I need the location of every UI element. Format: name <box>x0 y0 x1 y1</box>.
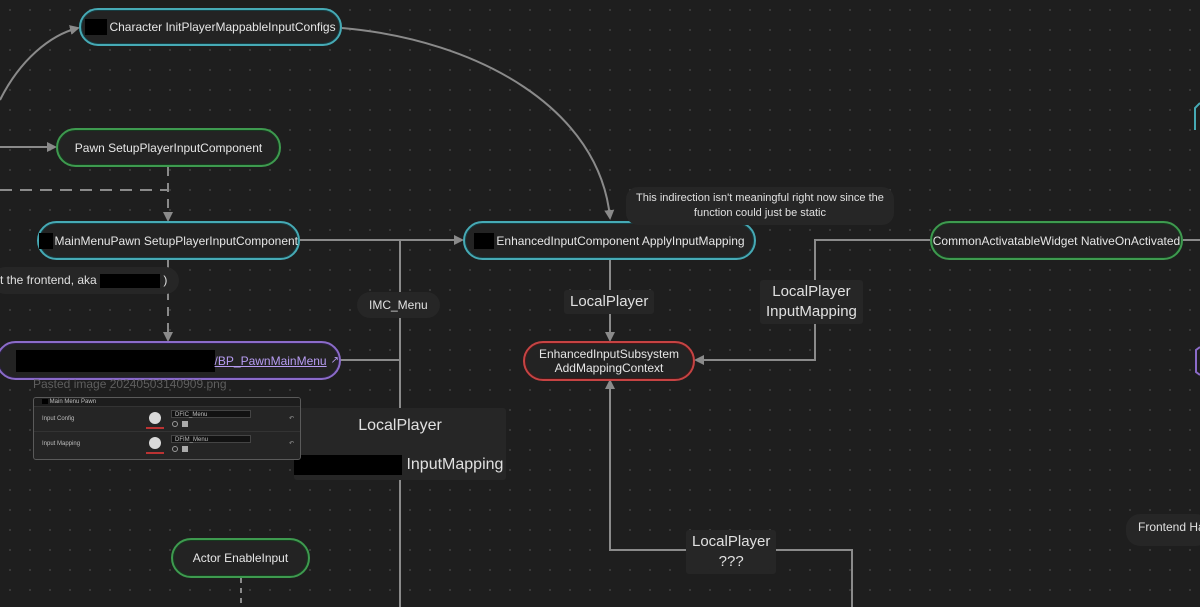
redacted-block <box>474 232 495 249</box>
embed-caption: Pasted image 20240503140909.png <box>33 377 227 391</box>
label-inputmapping-big: InputMapping <box>294 455 503 475</box>
embedded-image[interactable]: Main Menu Pawn Input Config DFIC_Menu ↶ … <box>33 397 301 460</box>
node-eic-apply[interactable]: EnhancedInputComponent ApplyInputMapping <box>463 221 756 260</box>
node-character-init[interactable]: Character InitPlayerMappableInputConfigs <box>79 8 342 46</box>
node-label: Actor EnableInput <box>192 551 289 565</box>
asset-thumbnail-icon <box>146 437 164 454</box>
label-frontend-partial: t the frontend, aka ) <box>0 267 180 294</box>
node-label: EnhancedInputComponent ApplyInputMapping <box>496 233 745 248</box>
node-label: Pawn SetupPlayerInputComponent <box>74 140 263 155</box>
redacted-block <box>85 19 108 35</box>
node-subsystem-add-mapping[interactable]: EnhancedInputSubsystem AddMappingContext <box>523 341 695 381</box>
node-bp-pawn-main-menu[interactable]: /BP_PawnMainMenu ↗ <box>0 341 341 380</box>
node-actor-enable-input[interactable]: Actor EnableInput <box>171 538 310 578</box>
reset-icon[interactable]: ↶ <box>288 416 294 422</box>
node-label: CommonActivatableWidget NativeOnActivate… <box>932 233 1181 248</box>
embed-row-label: Input Mapping <box>42 441 81 447</box>
asset-thumbnail-icon <box>146 412 164 429</box>
node-label-line2: AddMappingContext <box>554 361 664 375</box>
node-label: Character InitPlayerMappableInputConfigs <box>109 20 336 34</box>
label-frontend-right: Frontend Ha <box>1126 514 1200 546</box>
note-indirection: This indirection isn't meaningful right … <box>626 187 894 225</box>
node-label: MainMenuPawn SetupPlayerInputComponent <box>54 233 298 248</box>
external-link-icon: ↗ <box>330 354 339 366</box>
embed-header: Main Menu Pawn <box>34 398 300 406</box>
redacted-block <box>42 398 48 404</box>
label-localplayer-unknown: LocalPlayer ??? <box>686 530 777 574</box>
browse-icon[interactable] <box>172 446 178 452</box>
redacted-block <box>294 455 402 475</box>
embed-row: Input Config DFIC_Menu ↶ <box>34 406 300 431</box>
partial-node-right <box>1195 346 1200 376</box>
redacted-block <box>16 349 215 372</box>
redacted-block <box>39 232 53 249</box>
folder-icon[interactable] <box>182 421 188 427</box>
asset-select[interactable]: DFIC_Menu <box>171 410 251 418</box>
bp-pawn-link[interactable]: /BP_PawnMainMenu <box>214 353 327 368</box>
partial-node-right-top <box>1194 102 1200 130</box>
node-common-activatable-widget[interactable]: CommonActivatableWidget NativeOnActivate… <box>930 221 1183 260</box>
label-localplayer-inputmapping: LocalPlayer InputMapping <box>760 280 863 324</box>
redacted-block <box>100 273 161 288</box>
label-localplayer-center: LocalPlayer <box>564 290 655 314</box>
embed-row-label: Input Config <box>42 416 75 422</box>
asset-select[interactable]: DFIM_Menu <box>171 435 251 443</box>
edge-left-to-character <box>0 25 80 101</box>
folder-icon[interactable] <box>182 446 188 452</box>
node-label-line1: EnhancedInputSubsystem <box>538 347 680 361</box>
node-pawn-setup[interactable]: Pawn SetupPlayerInputComponent <box>56 128 281 167</box>
reset-icon[interactable]: ↶ <box>288 441 294 447</box>
embed-row: Input Mapping DFIM_Menu ↶ <box>34 431 300 456</box>
label-imc-menu: IMC_Menu <box>357 292 440 318</box>
edge-character-to-eic <box>341 27 615 220</box>
browse-icon[interactable] <box>172 421 178 427</box>
node-mainmenu-setup[interactable]: MainMenuPawn SetupPlayerInputComponent <box>37 221 300 260</box>
